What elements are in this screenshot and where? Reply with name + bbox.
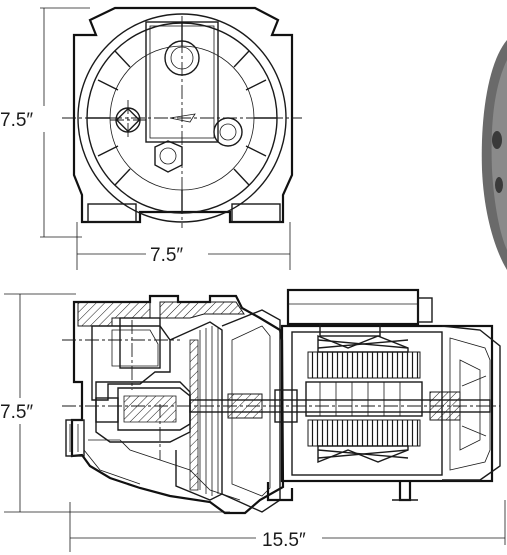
front-width-dimension: [76, 222, 291, 270]
side-height-dimension: [4, 293, 230, 513]
side-height-label: 7.5″: [0, 402, 33, 423]
side-length-label: 15.5″: [262, 530, 306, 551]
side-view: [62, 288, 501, 515]
pump-photo-fragment: [481, 40, 507, 270]
front-height-dimension: [40, 7, 90, 238]
side-length-dimension: [69, 500, 506, 552]
front-view: [62, 6, 302, 228]
front-width-label: 7.5″: [150, 245, 183, 266]
front-height-label: 7.5″: [0, 110, 33, 131]
